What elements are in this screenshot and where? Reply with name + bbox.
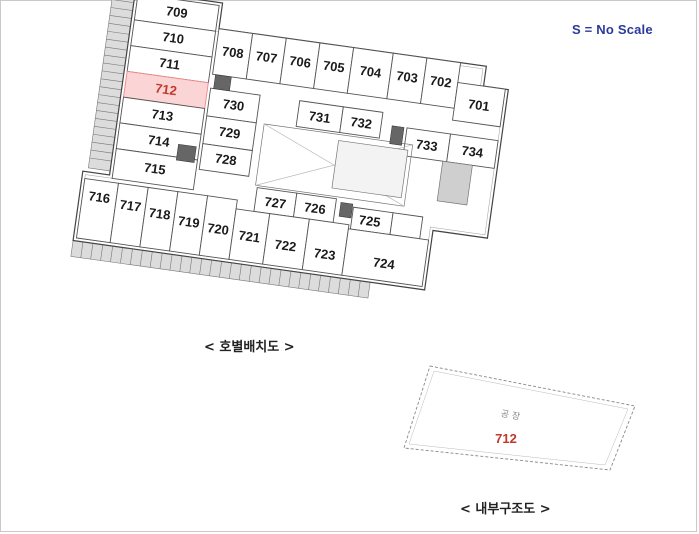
room-label-709: 709 (165, 3, 189, 21)
room-label-714: 714 (147, 132, 171, 150)
central-rooms (198, 87, 499, 177)
atrium (255, 123, 473, 207)
room-label-701: 701 (467, 96, 491, 114)
room-label-723: 723 (313, 245, 337, 263)
room-label-704: 704 (359, 63, 383, 81)
room-label-703: 703 (395, 68, 419, 86)
room-label-718: 718 (148, 205, 172, 223)
room-label-722: 722 (274, 237, 298, 255)
floor-plan: 709 710 711 712 713 714 715 708 707 706 … (70, 0, 509, 299)
room-label-734: 734 (461, 143, 485, 161)
room-label-719: 719 (177, 213, 201, 231)
room-label-712: 712 (154, 81, 178, 99)
room-label-727: 727 (264, 194, 288, 212)
room-label-705: 705 (322, 58, 346, 76)
room-label-710: 710 (161, 29, 185, 47)
room-label-731: 731 (308, 108, 332, 126)
detail-plan-caption: < 내부구조도 > (460, 502, 551, 517)
room-label-711: 711 (158, 55, 181, 73)
room-label-713: 713 (151, 106, 175, 124)
south-east-rooms (253, 187, 424, 240)
west-wing-rooms (111, 0, 220, 191)
room-label-716: 716 (88, 188, 112, 206)
room-label-707: 707 (255, 48, 279, 66)
detail-room-outline (403, 365, 636, 471)
detail-room-number: 712 (495, 431, 517, 446)
detail-plan: 공 장 712 (403, 365, 636, 471)
room-label-724: 724 (372, 255, 396, 273)
room-label-720: 720 (206, 220, 230, 238)
room-label-706: 706 (288, 53, 312, 71)
stair-cores (175, 74, 405, 219)
room-label-715: 715 (143, 160, 167, 178)
room-label-729: 729 (218, 124, 242, 142)
room-label-730: 730 (222, 96, 246, 114)
room-label-728: 728 (214, 151, 238, 169)
room-label-717: 717 (119, 197, 143, 215)
detail-room-inner-outline (408, 370, 629, 466)
room-label-733: 733 (415, 136, 439, 154)
scale-note: S = No Scale (572, 22, 653, 37)
room-label-732: 732 (349, 114, 373, 132)
room-label-708: 708 (221, 43, 245, 61)
room-label-721: 721 (238, 228, 262, 246)
room-label-702: 702 (429, 73, 453, 91)
room-labels: 709 710 711 712 713 714 715 708 707 706 … (88, 3, 491, 273)
room-label-726: 726 (303, 199, 327, 217)
south-row-rooms (75, 178, 430, 288)
room-label-725: 725 (358, 212, 382, 230)
floor-plan-caption: < 호별배치도 > (204, 340, 295, 355)
detail-room-type: 공 장 (500, 408, 521, 422)
